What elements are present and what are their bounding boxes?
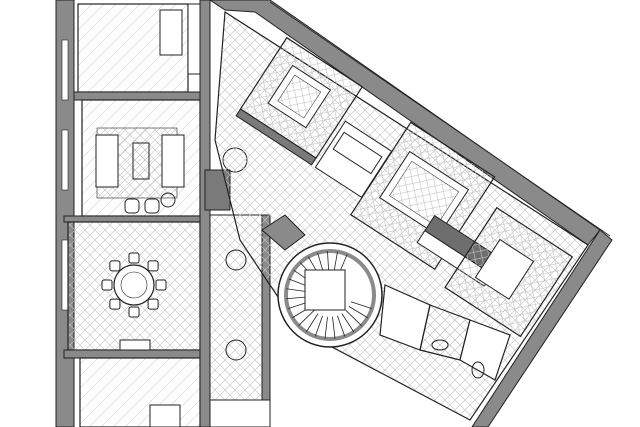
- room-far-right-bedroom: [444, 206, 574, 338]
- side-table-icon: [160, 192, 176, 208]
- diagonal-wing: [209, 0, 613, 427]
- stair-step: [350, 301, 372, 309]
- stair-step: [298, 310, 315, 326]
- stair-step: [286, 296, 309, 300]
- interior-wall: [63, 215, 210, 223]
- bed-icon: [474, 238, 535, 300]
- room-top-left-bedroom: [77, 3, 209, 93]
- stair-step: [314, 315, 323, 337]
- room-upper-wing-bedroom: [235, 36, 364, 166]
- outer-wall-left: [55, 0, 75, 427]
- chair-icon: [109, 260, 121, 272]
- chair-icon: [147, 298, 159, 310]
- stair-step: [324, 316, 328, 339]
- stair-step: [305, 313, 319, 333]
- stair-step: [327, 251, 330, 274]
- sink-icon: [431, 339, 449, 351]
- room-bottom-left: [79, 357, 201, 427]
- toilet-icon: [471, 361, 485, 379]
- room-dining-room: [67, 221, 201, 355]
- chair-icon: [128, 252, 140, 264]
- stair-step: [348, 306, 368, 319]
- chair-icon: [128, 306, 140, 318]
- armchair-icon: [124, 198, 140, 214]
- room-bathroom: [379, 284, 511, 381]
- dining-chairs: [101, 252, 167, 318]
- sofa-left-icon: [95, 134, 119, 188]
- stair-step: [345, 310, 362, 326]
- interior-wall: [63, 349, 210, 359]
- stair-step: [332, 316, 336, 339]
- room-master-bedroom: [350, 121, 496, 270]
- bed-icon: [159, 9, 183, 56]
- chair-icon: [155, 279, 167, 291]
- chair-icon: [101, 279, 113, 291]
- interior-wall: [73, 91, 210, 101]
- room-living-room: [81, 99, 201, 217]
- chair-icon: [147, 260, 159, 272]
- sofa-right-icon: [161, 134, 185, 188]
- chair-icon: [109, 298, 121, 310]
- dining-table-icon: [113, 264, 155, 306]
- stair-step: [341, 313, 355, 333]
- stair-landing: [261, 214, 306, 251]
- armchair-icon: [144, 198, 160, 214]
- spiral-stair: [261, 214, 383, 348]
- coffee-table-icon: [132, 142, 150, 180]
- stair-step: [337, 315, 346, 337]
